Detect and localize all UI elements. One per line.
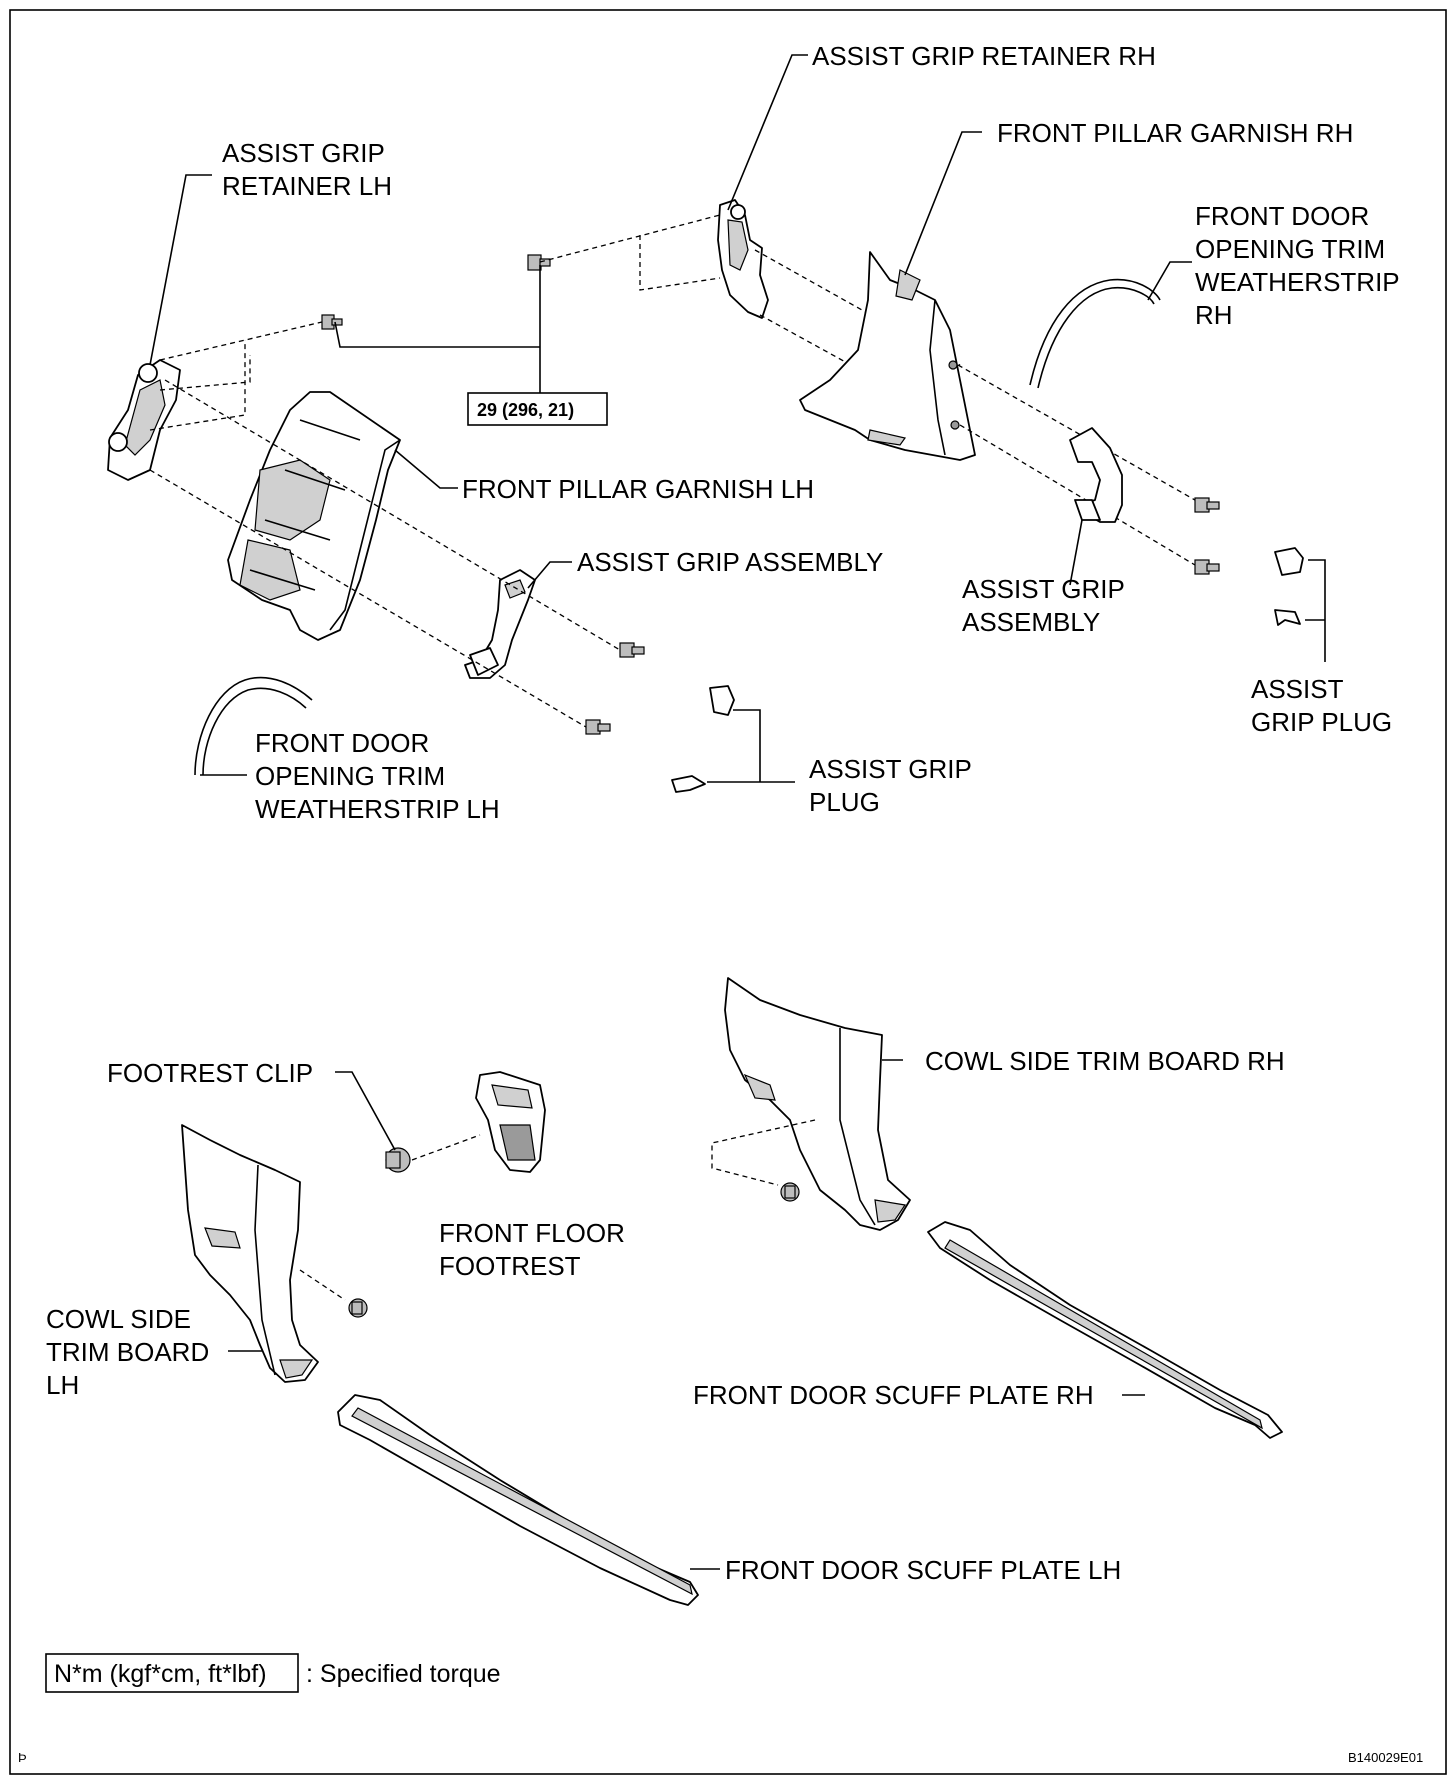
bolt-retainer-lh-top (321, 314, 343, 330)
diagram-border (9, 9, 1447, 1775)
assist-grip-retainer-lh-part (107, 359, 181, 481)
label-weatherstrip-rh-4: RH (1195, 300, 1233, 330)
assist-grip-plug-rh-part (1274, 547, 1304, 626)
bolt-grip-rh-upper (1194, 497, 1220, 513)
label-assist-grip-assembly-rh-2: ASSEMBLY (962, 607, 1100, 637)
install-line (149, 469, 587, 728)
label-front-door-scuff-plate-lh: FRONT DOOR SCUFF PLATE LH (725, 1555, 1121, 1585)
leader-grip-rh (1069, 519, 1083, 586)
label-assist-grip-retainer-rh: ASSIST GRIP RETAINER RH (812, 41, 1156, 71)
legend-unit: N*m (kgf*cm, ft*lbf) (54, 1660, 267, 1688)
install-line (539, 214, 721, 263)
label-cowl-side-trim-board-rh: COWL SIDE TRIM BOARD RH (925, 1046, 1285, 1076)
label-front-pillar-garnish-lh: FRONT PILLAR GARNISH LH (462, 474, 814, 504)
leader-retainer-lh (149, 174, 212, 366)
label-footrest-clip: FOOTREST CLIP (107, 1058, 313, 1088)
assist-grip-retainer-rh-part (717, 199, 769, 319)
weatherstrip-rh-inner (1037, 286, 1155, 389)
torque-leader (334, 321, 540, 348)
front-door-scuff-plate-lh-part (337, 1394, 699, 1606)
front-pillar-garnish-lh-part (227, 391, 401, 641)
label-weatherstrip-lh-1: FRONT DOOR (255, 728, 429, 758)
label-cowl-side-trim-board-lh-2: TRIM BOARD (46, 1337, 209, 1367)
label-weatherstrip-rh-2: OPENING TRIM (1195, 234, 1385, 264)
plug-rh-leader (1305, 559, 1326, 662)
assist-grip-assembly-rh-part (1069, 427, 1123, 523)
label-front-floor-footrest-1: FRONT FLOOR (439, 1218, 625, 1248)
install-line (159, 321, 323, 361)
torque-value: 29 (296, 21) (477, 400, 574, 420)
leader-footrest-clip (335, 1071, 396, 1151)
label-assist-grip-plug-rh-1: ASSIST (1251, 674, 1344, 704)
front-pillar-garnish-rh-part (799, 251, 976, 461)
leader-garnish-lh (394, 449, 458, 489)
clip-cowl-rh (780, 1182, 800, 1202)
clip-cowl-lh (348, 1298, 368, 1318)
install-line (299, 1269, 346, 1301)
label-assist-grip-assembly-lh: ASSIST GRIP ASSEMBLY (577, 547, 883, 577)
front-door-scuff-plate-rh-part (927, 1221, 1283, 1439)
install-line (159, 355, 251, 391)
install-line (957, 364, 1196, 501)
label-weatherstrip-lh-2: OPENING TRIM (255, 761, 445, 791)
install-line (711, 1119, 816, 1186)
legend-description: : Specified torque (306, 1660, 501, 1688)
label-assist-grip-retainer-lh-1: ASSIST GRIP (222, 138, 385, 168)
assist-grip-assembly-lh-part (464, 569, 536, 679)
leader-garnish-rh (904, 131, 982, 276)
install-line (164, 379, 621, 651)
cowl-side-trim-board-rh-part (724, 977, 911, 1231)
label-assist-grip-plug-lh-2: PLUG (809, 787, 880, 817)
label-front-door-scuff-plate-rh: FRONT DOOR SCUFF PLATE RH (693, 1380, 1094, 1410)
label-weatherstrip-rh-1: FRONT DOOR (1195, 201, 1369, 231)
leader-weatherstrip-rh (1147, 261, 1192, 301)
install-line (754, 249, 961, 366)
weatherstrip-lh-inner (202, 687, 307, 776)
label-assist-grip-retainer-lh-2: RETAINER LH (222, 171, 392, 201)
weatherstrip-lh-part (194, 676, 313, 776)
install-line (411, 1134, 481, 1161)
bolt-retainer-rh-top (527, 254, 551, 271)
torque-box (467, 392, 608, 426)
weatherstrip-rh-part (1029, 278, 1161, 386)
plug-lh-leader (707, 709, 795, 783)
label-assist-grip-plug-lh-1: ASSIST GRIP (809, 754, 972, 784)
install-line (639, 235, 721, 291)
leader-grip-lh (527, 561, 572, 589)
assist-grip-plug-lh-part (671, 685, 735, 793)
leader-retainer-rh (727, 54, 808, 211)
label-weatherstrip-rh-3: WEATHERSTRIP (1195, 267, 1400, 297)
front-floor-footrest-part (475, 1071, 546, 1173)
corner-mark: Þ (18, 1750, 27, 1765)
cowl-side-trim-board-lh-part (181, 1124, 319, 1383)
install-line (959, 424, 1196, 566)
bolt-grip-rh-lower (1194, 559, 1220, 575)
install-line (149, 340, 246, 431)
bolt-grip-lh-upper (619, 642, 645, 658)
label-front-pillar-garnish-rh: FRONT PILLAR GARNISH RH (997, 118, 1353, 148)
label-weatherstrip-lh-3: WEATHERSTRIP LH (255, 794, 500, 824)
legend-unit-box (45, 1653, 299, 1693)
footrest-clip-part (385, 1147, 411, 1173)
bolt-grip-lh-lower (585, 719, 611, 735)
label-front-floor-footrest-2: FOOTREST (439, 1251, 581, 1281)
label-assist-grip-assembly-rh-1: ASSIST GRIP (962, 574, 1125, 604)
label-assist-grip-plug-rh-2: GRIP PLUG (1251, 707, 1392, 737)
label-cowl-side-trim-board-lh-3: LH (46, 1370, 79, 1400)
label-cowl-side-trim-board-lh-1: COWL SIDE (46, 1304, 191, 1334)
figure-code: B140029E01 (1348, 1750, 1423, 1765)
